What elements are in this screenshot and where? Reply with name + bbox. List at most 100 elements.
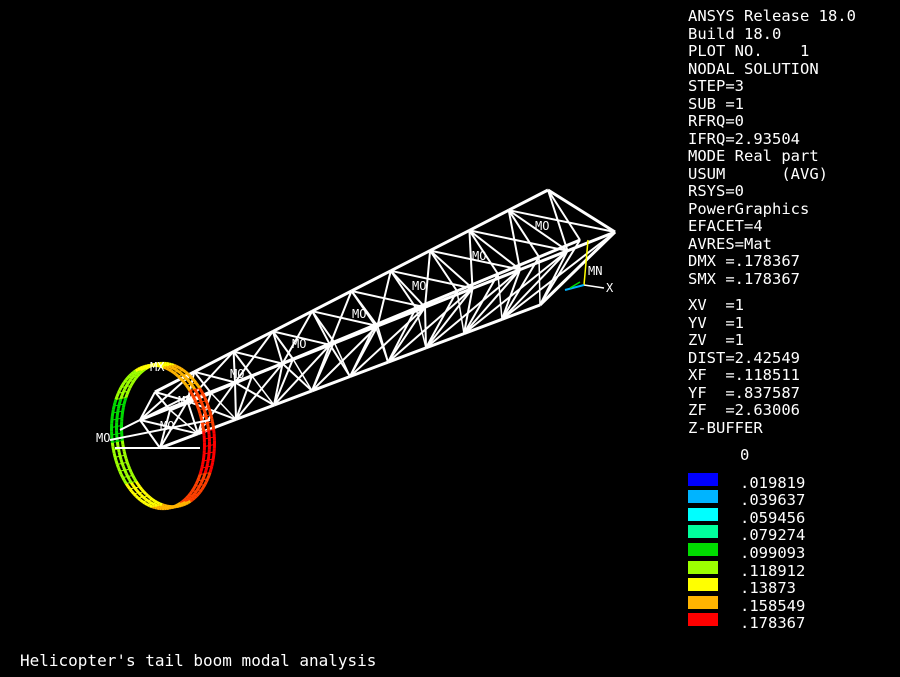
diagonal-member	[281, 362, 313, 392]
legend-swatch	[688, 507, 718, 521]
ring-segment	[117, 401, 122, 406]
ring-segment	[181, 498, 186, 503]
diagonal-member	[333, 341, 351, 377]
frame-member	[387, 307, 417, 363]
ring-segment	[199, 467, 204, 472]
ring-segment	[186, 386, 192, 392]
ring-segment	[193, 399, 198, 404]
diagonal-member	[468, 230, 474, 289]
ring-segment	[195, 391, 200, 397]
ring-rib	[117, 461, 128, 465]
info-line: STEP=3	[688, 77, 744, 95]
ring-segment	[121, 381, 126, 386]
ring-segment	[208, 410, 213, 416]
frame-member	[232, 351, 236, 383]
ring-segment	[128, 468, 133, 473]
plot-caption: Helicopter's tail boom modal analysis	[20, 651, 377, 670]
diagonal-member	[311, 325, 379, 392]
ring-rib	[124, 379, 135, 383]
ring-segment	[130, 490, 135, 495]
ring-rib	[173, 369, 184, 373]
ring-segment	[119, 459, 124, 464]
ring-segment	[114, 460, 119, 465]
ring-segment	[126, 475, 131, 481]
ring-segment	[120, 462, 125, 468]
longeron	[311, 289, 353, 313]
ring-rib	[203, 451, 215, 455]
ring-segment	[206, 403, 211, 409]
ring-segment	[140, 369, 145, 374]
ring-segment	[113, 456, 118, 462]
ring-segment	[122, 400, 127, 405]
ring-segment	[182, 369, 187, 374]
frame-member	[389, 270, 417, 309]
diagonal-member	[210, 392, 237, 420]
info-line: DMX =.178367	[688, 252, 800, 270]
diagonal-member	[139, 419, 199, 435]
ring-rib	[188, 493, 199, 497]
ring-strut	[109, 419, 211, 441]
diagonal-member	[424, 307, 427, 348]
ring-rib	[120, 385, 132, 389]
view-line: Z-BUFFER	[688, 418, 763, 437]
view-line: YF =.837587	[688, 383, 800, 402]
ring-rib	[193, 393, 204, 397]
diagonal-member	[387, 287, 474, 363]
tip-member	[547, 188, 616, 234]
frame-member	[193, 371, 212, 394]
ring-rib	[177, 373, 188, 377]
frame-member	[232, 350, 253, 377]
longeron	[508, 188, 549, 212]
ring-rib	[151, 504, 163, 508]
ring-rib	[196, 400, 207, 404]
legend-value: .099093	[740, 543, 806, 562]
ring-segment	[111, 405, 116, 410]
ring-segment	[196, 405, 201, 411]
diagonal-member	[159, 400, 189, 449]
ring-segment	[118, 455, 123, 461]
frame-member	[235, 375, 253, 420]
diagonal-member	[463, 288, 474, 334]
ring-segment	[119, 473, 125, 479]
view-line: YV =1	[688, 313, 744, 332]
ring-segment	[210, 418, 214, 423]
ring-segment	[156, 501, 161, 506]
ring-segment	[201, 393, 207, 399]
ring-segment	[133, 477, 138, 483]
view-line: DIST=2.42549	[688, 348, 800, 367]
legend-value: .059456	[740, 508, 806, 527]
longeron	[311, 375, 351, 393]
ring-segment	[149, 504, 153, 509]
ring-segment	[165, 366, 170, 371]
diagonal-member	[272, 330, 331, 346]
ring-rib	[111, 417, 123, 421]
ring-rib	[131, 371, 142, 375]
diagonal-member	[424, 250, 432, 308]
ring-segment	[125, 461, 130, 467]
ring-segment	[198, 412, 203, 418]
ring-segment	[188, 389, 193, 395]
x-axis-label: X	[606, 281, 614, 295]
ring-segment	[173, 363, 177, 368]
ring-rib	[126, 480, 137, 484]
longeron	[468, 208, 510, 232]
ring-segment	[137, 366, 141, 371]
ring-segment	[121, 476, 126, 482]
legend-swatch	[688, 525, 718, 539]
legend-row: .118912	[688, 554, 893, 580]
legend-row: .099093	[688, 536, 893, 562]
ring-rib	[186, 382, 197, 386]
tip-member	[538, 230, 617, 307]
ring-rib	[204, 436, 215, 440]
ring-segment	[204, 415, 209, 420]
ring-segment	[211, 425, 216, 430]
ring-rib	[189, 388, 200, 392]
ring-segment	[191, 377, 196, 382]
ring-rib	[203, 458, 214, 462]
info-line: NODAL SOLUTION	[688, 59, 819, 78]
diagonal-member	[376, 270, 392, 327]
longeron	[333, 323, 376, 344]
